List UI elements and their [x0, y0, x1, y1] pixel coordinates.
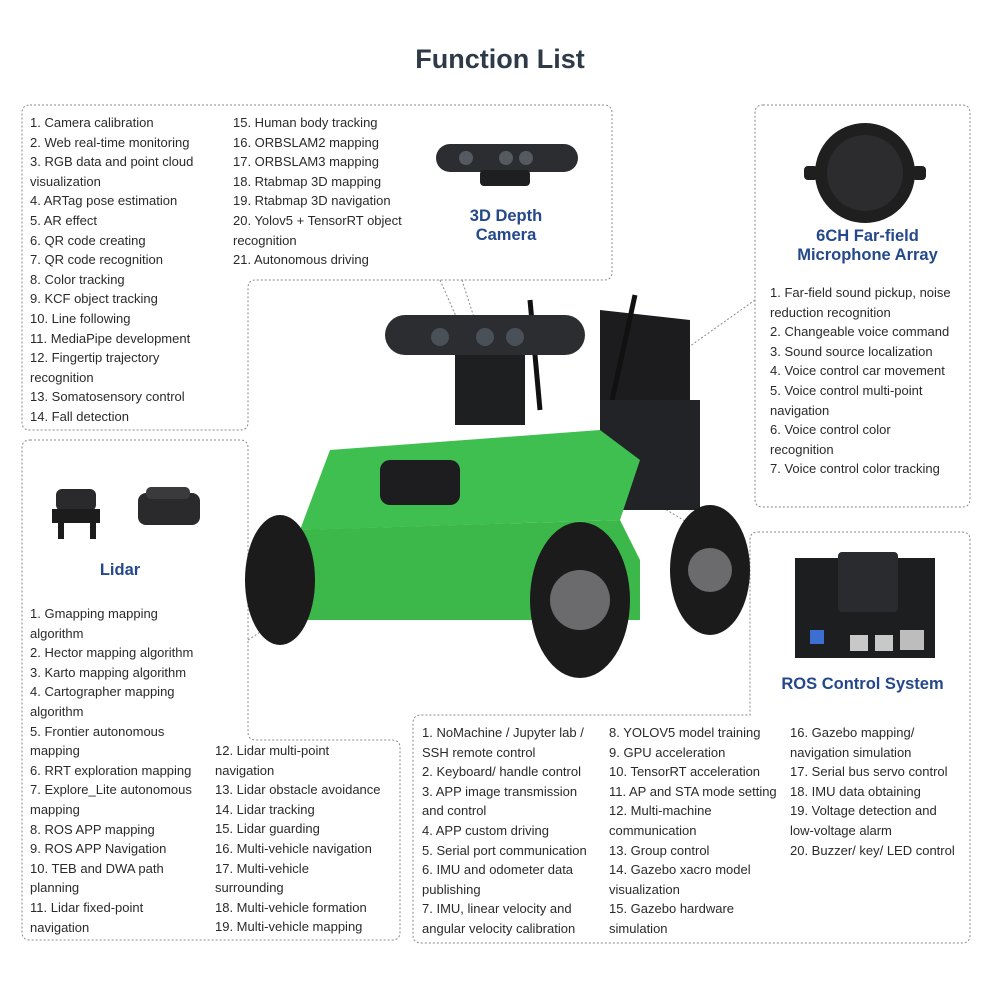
- ros-function-item: 10. TensorRT acceleration: [609, 764, 761, 780]
- lidar-function-item: 7. Explore_Lite autonomous mapping: [30, 782, 192, 817]
- ros-control-board-image: [795, 552, 935, 658]
- microphone-function-item: 1. Far-field sound pickup, noise reducti…: [770, 285, 951, 320]
- ros-function-item: 9. GPU acceleration: [609, 744, 726, 760]
- ros-function-item: 8. YOLOV5 model training: [609, 725, 761, 740]
- lidar-function-item: 10. TEB and DWA path planning: [30, 860, 164, 896]
- ros-heading: ROS Control System: [781, 675, 944, 693]
- ros-function-item: 18. IMU data obtaining: [790, 783, 921, 799]
- ros-function-item: 13. Group control: [609, 842, 710, 858]
- camera-function-item: 2. Web real-time monitoring: [30, 134, 190, 150]
- ros-function-item: 7. IMU, linear velocity and angular velo…: [422, 901, 576, 936]
- ros-functions-col2: 8. YOLOV5 model training 9. GPU accelerat…: [609, 723, 777, 939]
- camera-function-item: 11. MediaPipe development: [30, 330, 191, 346]
- microphone-function-item: 7. Voice control color tracking: [770, 461, 940, 477]
- ros-function-item: 11. AP and STA mode setting: [609, 783, 777, 799]
- lidar-function-item: 11. Lidar fixed-point navigation: [30, 899, 144, 935]
- camera-function-item: 18. Rtabmap 3D mapping: [233, 173, 382, 189]
- ros-function-item: 4. APP custom driving: [422, 822, 549, 838]
- ros-functions-col1: 1. NoMachine / Jupyter lab / SSH remote …: [422, 723, 587, 939]
- page-title: Function List: [415, 44, 585, 74]
- camera-function-item: 6. QR code creating: [30, 232, 146, 248]
- lidar-function-item: 3. Karto mapping algorithm: [30, 664, 187, 680]
- camera-function-item: 21. Autonomous driving: [233, 252, 369, 268]
- depth-camera-image: [436, 144, 578, 186]
- camera-function-item: 15. Human body tracking: [233, 115, 378, 130]
- ros-function-item: 16. Gazebo mapping/ navigation simulatio…: [790, 725, 915, 760]
- lidar-function-item: 19. Multi-vehicle mapping: [215, 919, 363, 935]
- lidar-function-item: 1. Gmapping mapping algorithm: [30, 606, 158, 641]
- lidar-image: [52, 487, 200, 539]
- camera-heading: 3D Depth Camera: [469, 207, 543, 244]
- microphone-function-item: 2. Changeable voice command: [770, 324, 950, 340]
- lidar-function-item: 6. RRT exploration mapping: [30, 762, 192, 778]
- camera-function-item: 4. ARTag pose estimation: [30, 193, 178, 209]
- microphone-array-image: [804, 123, 926, 223]
- lidar-function-item: 14. Lidar tracking: [215, 801, 315, 817]
- lidar-function-item: 15. Lidar guarding: [215, 821, 320, 837]
- ros-function-item: 15. Gazebo hardware simulation: [609, 901, 735, 936]
- lidar-function-item: 16. Multi-vehicle navigation: [215, 840, 372, 856]
- camera-function-item: 14. Fall detection: [30, 408, 130, 424]
- lidar-function-item: 17. Multi-vehicle surrounding: [215, 860, 309, 896]
- lidar-function-item: 9. ROS APP Navigation: [30, 841, 167, 857]
- camera-function-item: 9. KCF object tracking: [30, 291, 158, 307]
- lidar-function-item: 12. Lidar multi-point navigation: [215, 743, 330, 778]
- ros-function-item: 6. IMU and odometer data publishing: [422, 862, 574, 897]
- microphone-functions: 1. Far-field sound pickup, noise reducti…: [770, 283, 951, 479]
- ros-function-item: 3. APP image transmission and control: [422, 783, 578, 819]
- lidar-function-item: 18. Multi-vehicle formation: [215, 899, 367, 915]
- camera-function-item: 5. AR effect: [30, 212, 97, 228]
- camera-function-item: 3. RGB data and point cloud visualizatio…: [30, 154, 194, 189]
- camera-function-item: 8. Color tracking: [30, 271, 125, 287]
- microphone-function-item: 3. Sound source localization: [770, 343, 933, 359]
- lidar-function-item: 8. ROS APP mapping: [30, 821, 155, 837]
- camera-function-item: 7. QR code recognition: [30, 252, 163, 268]
- ros-function-item: 19. Voltage detection and low-voltage al…: [790, 803, 937, 838]
- lidar-functions-col1: 1. Gmapping mapping algorithm 2. Hector m…: [30, 604, 193, 937]
- microphone-function-item: 6. Voice control color recognition: [770, 422, 891, 457]
- ros-function-item: 17. Serial bus servo control: [790, 764, 948, 780]
- robot-car-image: [245, 294, 750, 678]
- camera-functions-col1: 1. Camera calibration 2. Web real-time mo…: [30, 113, 193, 427]
- lidar-function-item: 5. Frontier autonomous mapping: [30, 723, 165, 759]
- camera-function-item: 19. Rtabmap 3D navigation: [233, 193, 391, 209]
- lidar-function-item: 2. Hector mapping algorithm: [30, 645, 194, 661]
- camera-function-item: 20. Yolov5 + TensorRT object recognition: [233, 212, 402, 248]
- camera-function-item: 12. Fingertip trajectory recognition: [30, 350, 160, 385]
- camera-function-item: 16. ORBSLAM2 mapping: [233, 134, 379, 150]
- lidar-heading: Lidar: [99, 561, 141, 579]
- microphone-function-item: 5. Voice control multi-point navigation: [770, 382, 923, 418]
- lidar-functions-col2: 12. Lidar multi-point navigation 13. Lida…: [215, 741, 381, 937]
- lidar-function-item: 4. Cartographer mapping algorithm: [30, 684, 175, 719]
- ros-function-item: 1. NoMachine / Jupyter lab / SSH remote …: [422, 725, 584, 760]
- camera-functions-col2: 15. Human body tracking 16. ORBSLAM2 mapp…: [233, 113, 402, 270]
- camera-box-outline: [21, 104, 613, 431]
- camera-function-item: 17. ORBSLAM3 mapping: [233, 154, 379, 170]
- ros-function-item: 12. Multi-machine communication: [609, 803, 712, 838]
- camera-function-item: 1. Camera calibration: [30, 115, 154, 130]
- camera-function-item: 13. Somatosensory control: [30, 389, 185, 405]
- lidar-function-item: 13. Lidar obstacle avoidance: [215, 782, 381, 798]
- camera-function-item: 10. Line following: [30, 310, 131, 326]
- ros-functions-col3: 16. Gazebo mapping/ navigation simulatio…: [790, 723, 955, 860]
- ros-function-item: 14. Gazebo xacro model visualization: [609, 862, 751, 897]
- ros-function-item: 20. Buzzer/ key/ LED control: [790, 842, 955, 858]
- microphone-function-item: 4. Voice control car movement: [770, 363, 945, 379]
- microphone-heading: 6CH Far-field Microphone Array: [797, 227, 938, 264]
- ros-function-item: 5. Serial port communication: [422, 842, 587, 858]
- ros-function-item: 2. Keyboard/ handle control: [422, 764, 581, 780]
